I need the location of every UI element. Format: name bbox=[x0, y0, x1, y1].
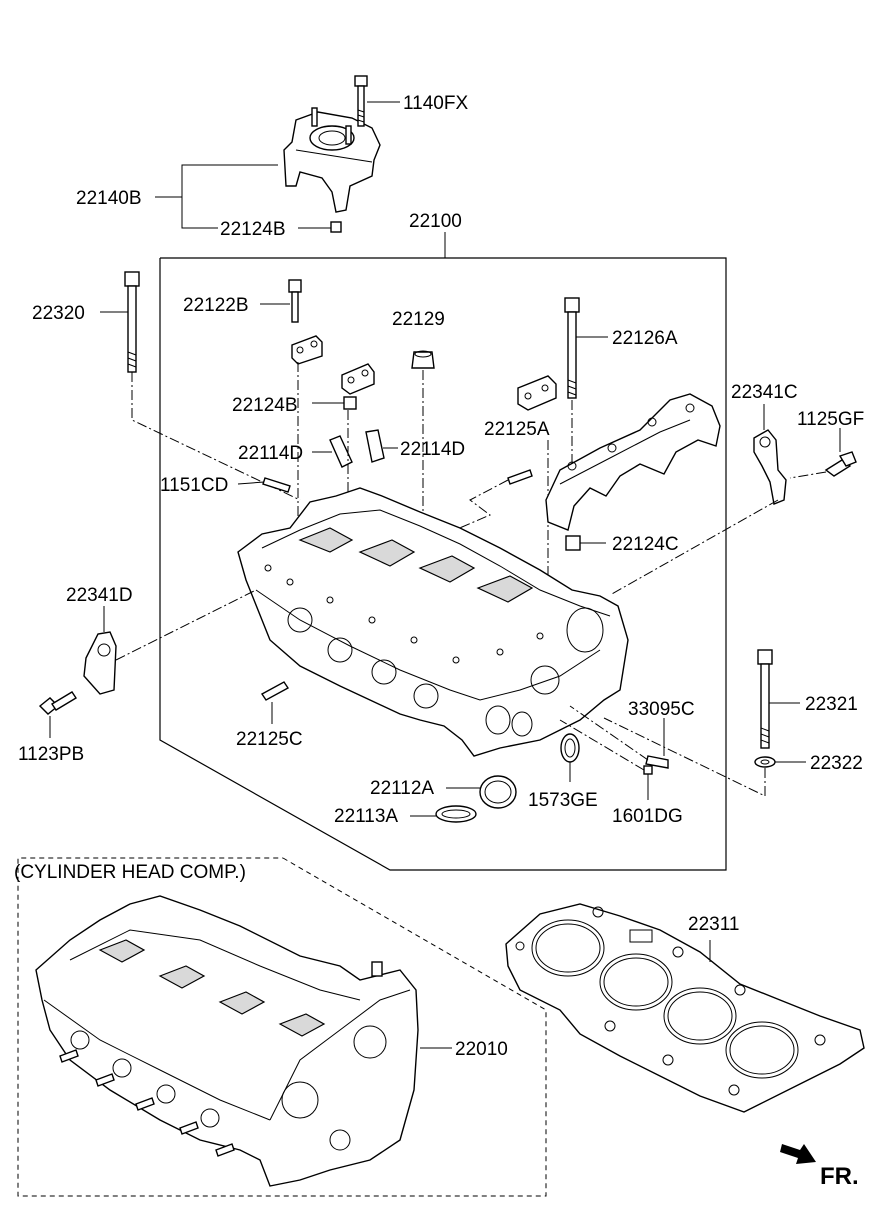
bolt-22122B bbox=[288, 279, 302, 323]
label-22322: 22322 bbox=[810, 753, 863, 774]
bolt-1125GF bbox=[824, 451, 857, 477]
label-cylinder-head-comp: (CYLINDER HEAD COMP.) bbox=[14, 862, 246, 883]
stud-22125C bbox=[260, 681, 290, 701]
sleeve-22114D-right bbox=[365, 429, 385, 463]
label-22112A: 22112A bbox=[370, 778, 434, 799]
bolt-1123PB bbox=[38, 691, 77, 715]
head-comp-frame bbox=[17, 857, 547, 1197]
head-bolt-22321 bbox=[757, 649, 773, 749]
label-22311: 22311 bbox=[688, 914, 739, 935]
bolt-1140FX bbox=[354, 75, 368, 127]
gasket-22113A bbox=[435, 805, 477, 823]
label-22124B-top: 22124B bbox=[220, 219, 286, 240]
label-22129: 22129 bbox=[392, 309, 445, 330]
cylinder-head-22100 bbox=[237, 487, 629, 757]
label-22341C: 22341C bbox=[731, 382, 798, 403]
label-22100: 22100 bbox=[409, 211, 462, 232]
label-1123PB: 1123PB bbox=[18, 744, 84, 765]
engine-hanger-22341D bbox=[83, 631, 117, 695]
label-22010: 22010 bbox=[455, 1039, 508, 1060]
o-ring-22112A bbox=[479, 775, 517, 809]
label-1151CD: 1151CD bbox=[160, 475, 228, 496]
water-outlet-housing bbox=[283, 107, 381, 213]
head-gasket-22311 bbox=[505, 903, 865, 1113]
label-22113A: 22113A bbox=[334, 806, 398, 827]
cam-cap-left bbox=[291, 335, 323, 365]
cam-cap-center bbox=[341, 363, 375, 395]
label-22341D: 22341D bbox=[66, 585, 133, 606]
label-22125C: 22125C bbox=[236, 729, 303, 750]
label-front: FR. bbox=[820, 1163, 859, 1190]
washer-22322 bbox=[754, 756, 776, 768]
label-22140B: 22140B bbox=[76, 188, 142, 209]
sleeve-22114D-left bbox=[329, 435, 353, 468]
label-22114D-left: 22114D bbox=[238, 443, 303, 464]
arrow-right-down-icon bbox=[780, 1144, 816, 1164]
cam-cap-22125A bbox=[517, 375, 557, 411]
bolt-22126A bbox=[564, 297, 580, 399]
label-22114D-right: 22114D bbox=[400, 439, 465, 460]
label-22321: 22321 bbox=[805, 694, 858, 715]
head-bolt-22320 bbox=[124, 271, 140, 373]
stud-1151CD bbox=[262, 477, 291, 493]
label-22124C: 22124C bbox=[612, 534, 679, 555]
front-bearing-cap bbox=[545, 393, 721, 531]
label-22126A: 22126A bbox=[612, 328, 678, 349]
seal-1573GE bbox=[560, 733, 580, 763]
plug-22129 bbox=[411, 350, 435, 369]
label-22122B: 22122B bbox=[183, 295, 249, 316]
label-1125GF: 1125GF bbox=[797, 409, 864, 430]
label-22320: 22320 bbox=[32, 303, 85, 324]
label-22124B-mid: 22124B bbox=[232, 395, 298, 416]
cylinder-head-comp-22010 bbox=[35, 895, 419, 1187]
label-22125A: 22125A bbox=[484, 419, 550, 440]
label-1573GE: 1573GE bbox=[528, 790, 598, 811]
label-1140FX: 1140FX bbox=[403, 93, 468, 114]
label-1601DG: 1601DG bbox=[612, 806, 683, 827]
label-33095C: 33095C bbox=[628, 699, 695, 720]
sensor-33095C bbox=[645, 755, 669, 769]
engine-hanger-22341C bbox=[753, 429, 787, 505]
assembly-frame-22100 bbox=[159, 257, 727, 871]
stud-right bbox=[507, 469, 533, 485]
